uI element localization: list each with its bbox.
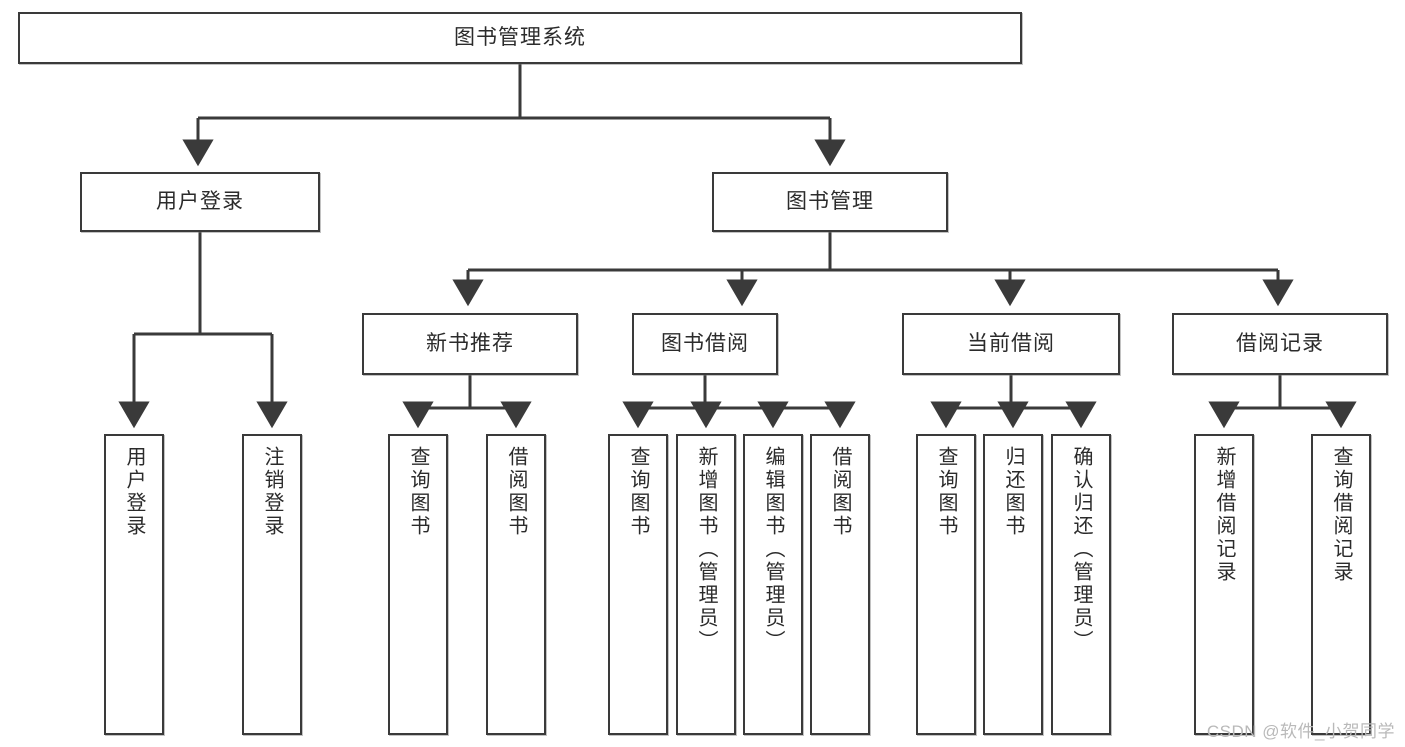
node-book-borrow[interactable]: 图书借阅	[632, 313, 778, 375]
node-leaf-user-login-label: 用户登录	[123, 446, 145, 538]
node-leaf-query-book-2-label: 查询图书	[627, 446, 649, 538]
node-leaf-add-borrow-record[interactable]: 新增借阅记录	[1194, 434, 1254, 735]
node-leaf-query-borrow-record-label: 查询借阅记录	[1330, 446, 1352, 584]
node-user-login[interactable]: 用户登录	[80, 172, 320, 232]
node-leaf-edit-book[interactable]: 编辑图书（管理员）	[743, 434, 803, 735]
node-leaf-query-book-2[interactable]: 查询图书	[608, 434, 668, 735]
node-book-management[interactable]: 图书管理	[712, 172, 948, 232]
node-leaf-query-borrow-record[interactable]: 查询借阅记录	[1311, 434, 1371, 735]
node-book-borrow-label: 图书借阅	[661, 331, 749, 355]
node-leaf-add-book-label: 新增图书（管理员）	[695, 446, 717, 653]
node-leaf-return-book[interactable]: 归还图书	[983, 434, 1043, 735]
node-root[interactable]: 图书管理系统	[18, 12, 1022, 64]
node-current-borrow-label: 当前借阅	[967, 331, 1055, 355]
node-leaf-edit-book-label: 编辑图书（管理员）	[762, 446, 784, 653]
node-leaf-user-login[interactable]: 用户登录	[104, 434, 164, 735]
node-leaf-borrow-book-2-label: 借阅图书	[829, 446, 851, 538]
node-leaf-logout-login-label: 注销登录	[261, 446, 283, 538]
node-user-login-label: 用户登录	[156, 189, 244, 213]
node-leaf-confirm-return[interactable]: 确认归还（管理员）	[1051, 434, 1111, 735]
node-leaf-borrow-book-1[interactable]: 借阅图书	[486, 434, 546, 735]
node-current-borrow[interactable]: 当前借阅	[902, 313, 1120, 375]
node-leaf-borrow-book-1-label: 借阅图书	[505, 446, 527, 538]
node-leaf-confirm-return-label: 确认归还（管理员）	[1070, 446, 1092, 653]
node-leaf-query-book-3-label: 查询图书	[935, 446, 957, 538]
node-leaf-query-book-3[interactable]: 查询图书	[916, 434, 976, 735]
node-leaf-borrow-book-2[interactable]: 借阅图书	[810, 434, 870, 735]
node-leaf-query-book-1[interactable]: 查询图书	[388, 434, 448, 735]
node-borrow-record-label: 借阅记录	[1236, 331, 1324, 355]
node-new-book-recommend-label: 新书推荐	[426, 331, 514, 355]
node-leaf-add-book[interactable]: 新增图书（管理员）	[676, 434, 736, 735]
node-new-book-recommend[interactable]: 新书推荐	[362, 313, 578, 375]
node-leaf-return-book-label: 归还图书	[1002, 446, 1024, 538]
node-book-management-label: 图书管理	[786, 189, 874, 213]
node-root-label: 图书管理系统	[454, 25, 586, 49]
node-leaf-logout-login[interactable]: 注销登录	[242, 434, 302, 735]
node-leaf-query-book-1-label: 查询图书	[407, 446, 429, 538]
node-borrow-record[interactable]: 借阅记录	[1172, 313, 1388, 375]
node-leaf-add-borrow-record-label: 新增借阅记录	[1213, 446, 1235, 584]
